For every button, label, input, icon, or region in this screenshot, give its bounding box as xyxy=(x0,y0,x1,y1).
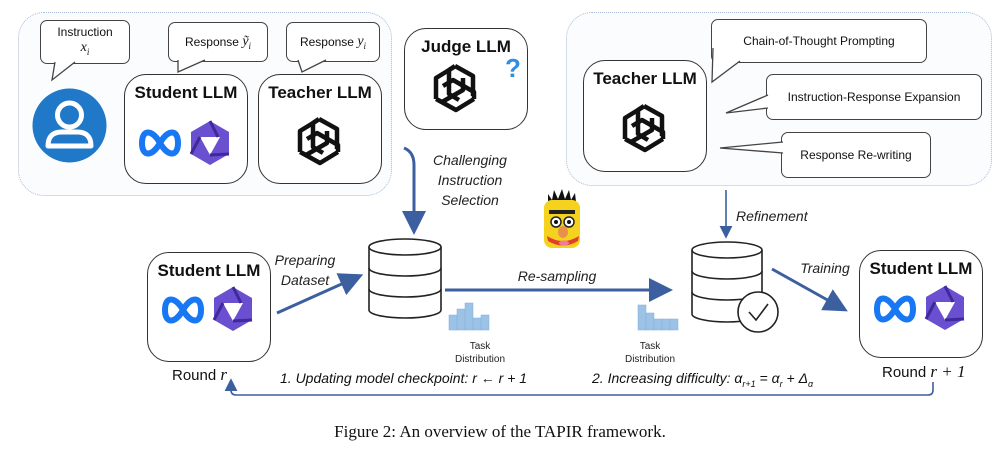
student-response-label: Response xyxy=(184,35,239,49)
qwen-logo-icon xyxy=(189,119,231,167)
teacher-llm-title-right: Teacher LLM xyxy=(593,69,697,88)
training-label: Training xyxy=(800,260,850,276)
student-llm-title: Student LLM xyxy=(134,83,238,102)
user-avatar-icon xyxy=(32,88,107,163)
meta-logo-icon-right xyxy=(877,299,913,320)
judge-llm-box: Judge LLM ? xyxy=(404,28,528,130)
meta-logo-icon-left xyxy=(165,300,201,321)
teacher-response-bubble: Response yi xyxy=(286,22,380,62)
student-response-bubble-tail xyxy=(177,59,206,74)
teacher-response-bubble-tail xyxy=(297,59,327,73)
teacher-llm-box-right: Teacher LLM xyxy=(583,60,707,172)
cot-prompting-label: Chain-of-Thought Prompting xyxy=(743,34,895,48)
preparing-dataset-label: Preparing Dataset xyxy=(274,252,336,288)
feedback-loop-arrow xyxy=(224,378,934,396)
task-distribution-histogram-1 xyxy=(448,302,490,331)
cot-prompting-bubble: Chain-of-Thought Prompting xyxy=(711,19,927,63)
teacher-llm-box-top: Teacher LLM xyxy=(258,74,382,184)
resampling-label: Re-sampling xyxy=(517,268,597,284)
student-llm-right-title: Student LLM xyxy=(869,259,973,278)
student-response-bubble: Response ỹi xyxy=(168,22,268,62)
qwen-logo-icon-right xyxy=(924,284,966,332)
bert-character-icon xyxy=(544,189,580,248)
teacher-response-label: Response xyxy=(299,35,354,49)
qwen-logo-icon-left xyxy=(212,285,254,333)
openai-logo-icon xyxy=(300,119,338,163)
challenging-instruction-selection-label: Challenging Instruction Selection xyxy=(433,152,507,208)
judge-openai-logo-icon xyxy=(436,66,474,110)
question-mark-icon: ? xyxy=(505,53,521,83)
response-rewriting-label: Response Re-writing xyxy=(800,148,912,162)
instruction-response-expansion-bubble: Instruction-Response Expansion xyxy=(766,74,982,120)
meta-logo-icon xyxy=(142,133,178,154)
task-distribution-histogram-2 xyxy=(637,304,679,331)
instruction-label: Instruction xyxy=(57,25,113,40)
teacher-openai-logo-icon-right xyxy=(625,106,663,150)
training-arrow xyxy=(771,267,848,312)
step1-updating-checkpoint: 1. Updating model checkpoint: r ← r + 1 xyxy=(280,370,528,386)
teacher-llm-title: Teacher LLM xyxy=(268,83,372,102)
student-llm-left-title: Student LLM xyxy=(157,261,261,280)
refinement-label: Refinement xyxy=(736,208,808,224)
instruction-bubble-tail xyxy=(51,61,76,82)
response-rewriting-bubble: Response Re-writing xyxy=(781,132,931,178)
judge-llm-title: Judge LLM xyxy=(421,37,511,56)
selection-arrow xyxy=(402,146,426,235)
preparing-dataset-arrow xyxy=(276,273,364,315)
refined-database-icon xyxy=(691,241,779,333)
figure-caption: Figure 2: An overview of the TAPIR frame… xyxy=(334,422,666,441)
instruction-bubble: Instruction xi xyxy=(40,20,130,64)
round-r-label: Round r xyxy=(172,365,227,384)
student-response-variable: ỹi xyxy=(242,33,252,51)
teacher-response-variable: yi xyxy=(357,33,367,51)
bubble-tails-right xyxy=(711,47,784,154)
instruction-response-expansion-label: Instruction-Response Expansion xyxy=(787,90,961,104)
step2-increasing-difficulty: 2. Increasing difficulty: αr+1 = αr + Δα xyxy=(592,370,814,389)
database-icon xyxy=(368,238,442,319)
student-llm-box-top: Student LLM xyxy=(124,74,248,184)
round-r-plus-1-label: Round r + 1 xyxy=(882,362,966,381)
instruction-variable: xi xyxy=(80,40,90,57)
